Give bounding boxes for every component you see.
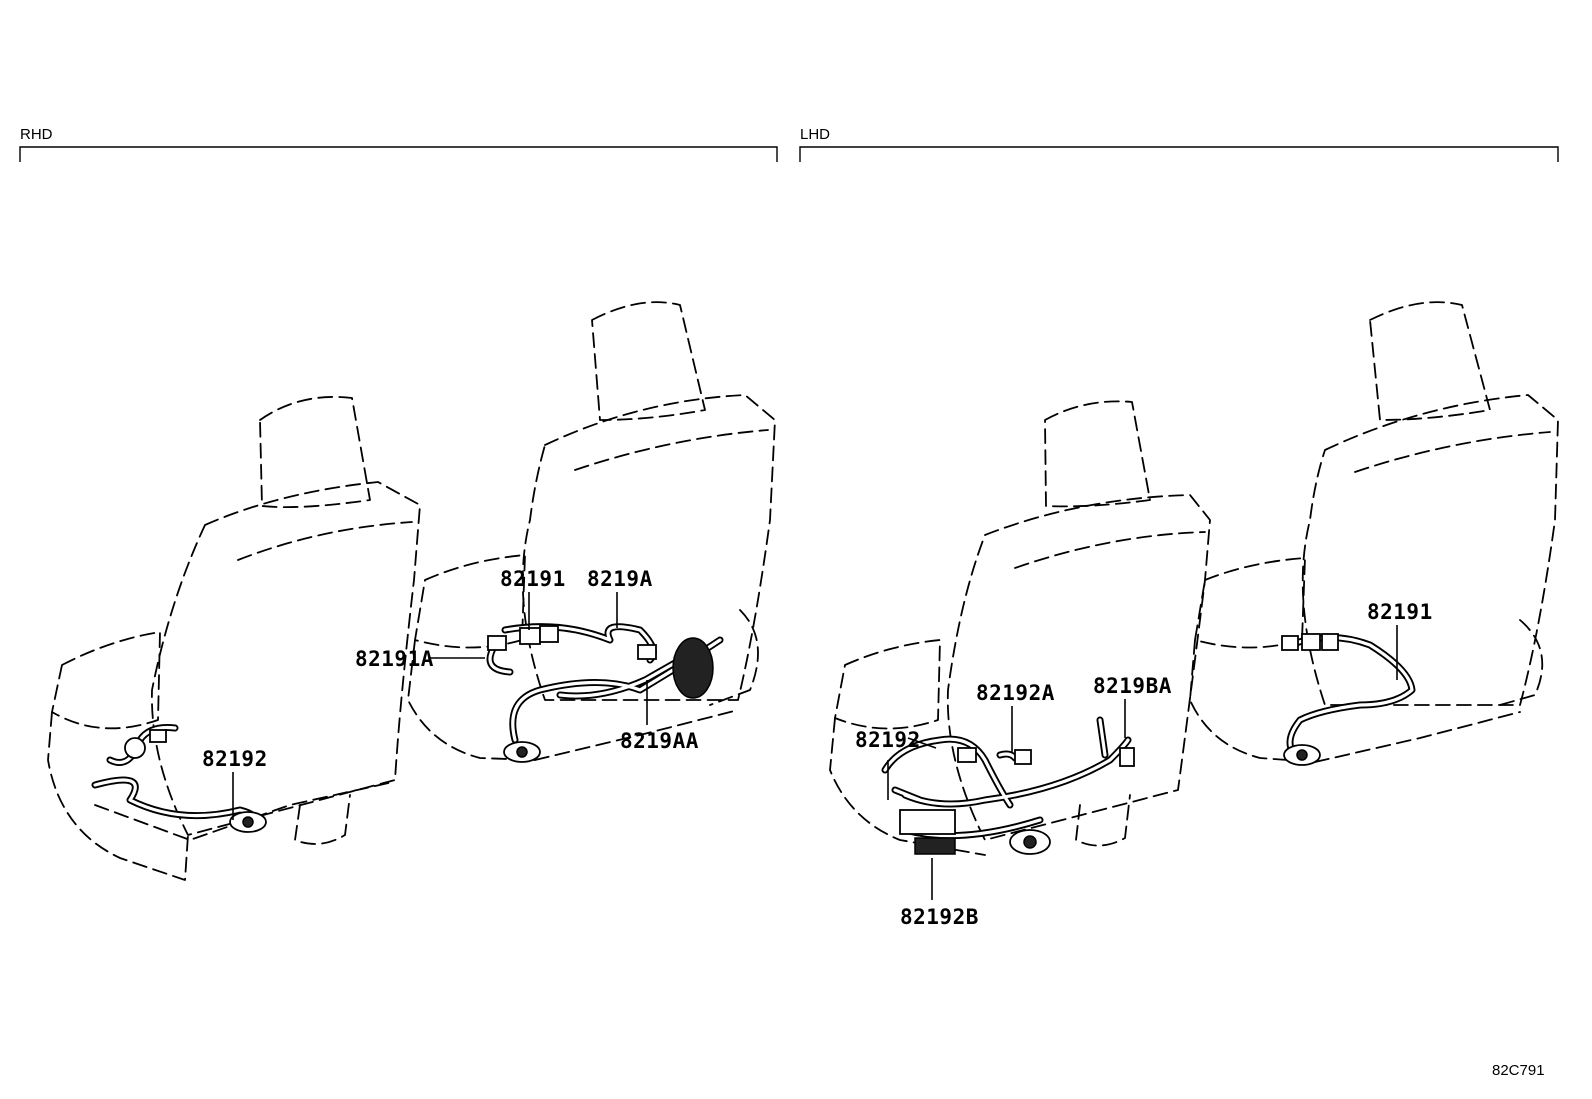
callout-lhd-82192: 82192 [855, 728, 921, 752]
lhd-seat-left [829, 400, 1211, 856]
callout-lhd-8219ba: 8219BA [1093, 674, 1172, 698]
rhd-seat-right [407, 301, 776, 763]
callout-rhd-82191: 82191 [500, 567, 566, 591]
callout-lhd-82192a: 82192A [976, 681, 1055, 705]
lhd-label: LHD [800, 126, 830, 143]
lhd-section-header: LHD [799, 126, 1559, 162]
callout-rhd-82191a: 82191A [355, 647, 434, 671]
callout-rhd-8219aa: 8219AA [620, 729, 699, 753]
callout-rhd-8219a: 8219A [587, 567, 653, 591]
callout-lhd-82191: 82191 [1367, 600, 1433, 624]
callout-rhd-82192: 82192 [202, 747, 268, 771]
lhd-seat-right [1189, 301, 1559, 766]
rhd-label: RHD [20, 126, 53, 143]
callouts: 82191 8219A 82191A 82192 8219AA 82192A 8… [202, 567, 1433, 929]
rhd-bracket [19, 146, 778, 162]
callout-lhd-82192b: 82192B [900, 905, 979, 929]
rhd-seat-left [47, 396, 421, 881]
drawing-code: 82C791 [1492, 1062, 1545, 1079]
rhd-section-header: RHD [19, 126, 778, 162]
lhd-bracket [799, 146, 1559, 162]
leader-lines [232, 592, 1398, 900]
